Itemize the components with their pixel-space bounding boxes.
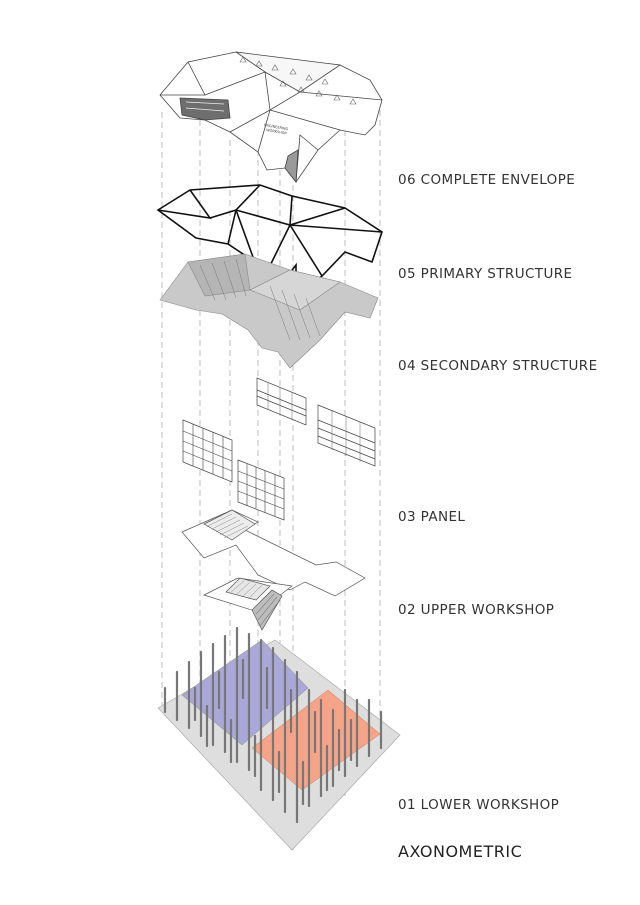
diagram-title: AXONOMETRIC — [398, 842, 523, 861]
panels — [182, 377, 376, 521]
primary-structure — [156, 184, 383, 300]
layer-label-upper-workshop: 02 UPPER WORKSHOP — [398, 602, 555, 618]
layer-label-complete-envelope: 06 COMPLETE ENVELOPE — [398, 172, 576, 188]
envelope-sign-line1: ENGINEERING — [264, 123, 289, 131]
layer-label-primary-structure: 05 PRIMARY STRUCTURE — [398, 266, 573, 282]
layer-label-panel: 03 PANEL — [398, 509, 466, 525]
complete-envelope: ENGINEERING WORKSHOP — [159, 51, 383, 184]
secondary-structure — [159, 253, 379, 369]
lower-workshop — [157, 626, 401, 851]
column-grid — [163, 626, 383, 824]
layer-label-lower-workshop: 01 LOWER WORKSHOP — [398, 797, 560, 813]
upper-workshop — [181, 509, 366, 631]
layer-label-secondary-structure: 04 SECONDARY STRUCTURE — [398, 358, 598, 374]
envelope-sign-line2: WORKSHOP — [266, 128, 287, 136]
